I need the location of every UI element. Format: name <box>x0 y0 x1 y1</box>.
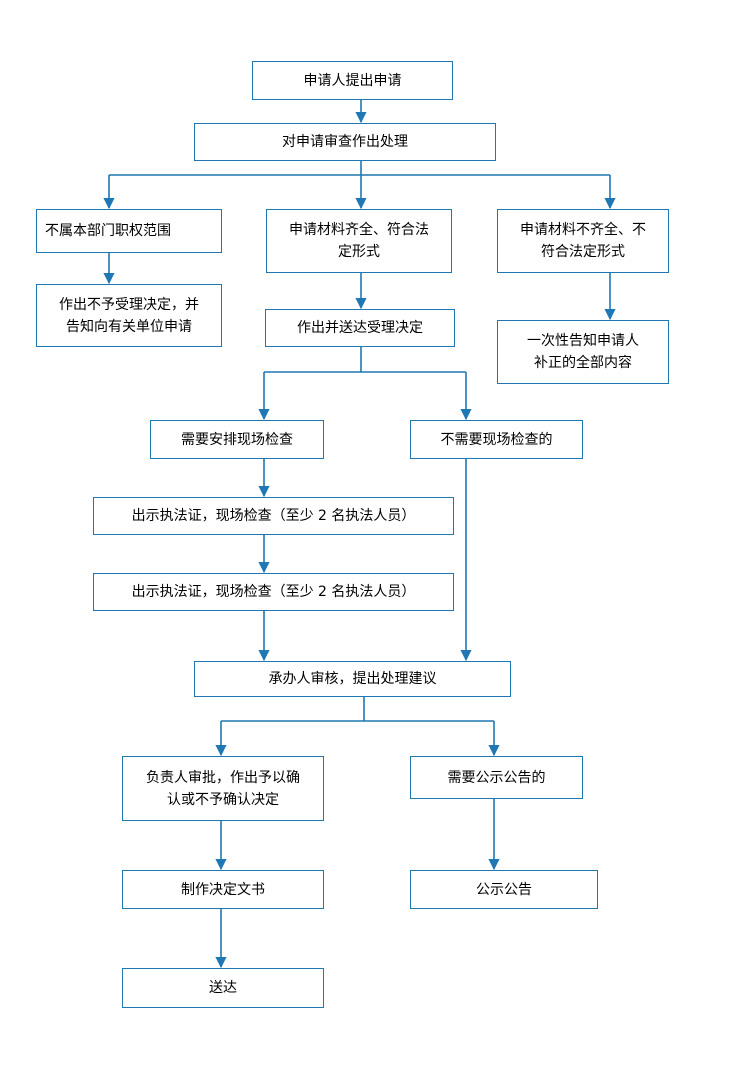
node-accept-decision-label: 作出并送达受理决定 <box>297 320 423 336</box>
node-incomplete: 申请材料不齐全、不 符合法定形式 <box>497 209 669 273</box>
node-approval-line-1: 负责人审批，作出予以确 <box>146 769 300 786</box>
node-handler-review: 承办人审核，提出处理建议 <box>194 661 511 697</box>
node-review: 对申请审查作出处理 <box>194 123 496 161</box>
node-not-in-scope: 不属本部门职权范围 <box>36 209 222 253</box>
node-one-time-notice-line-1: 一次性告知申请人 <box>527 333 639 349</box>
node-show-cert-1-label: 出示执法证，现场检查（至少 2 名执法人员） <box>131 508 416 524</box>
node-handler-review-label: 承办人审核，提出处理建议 <box>268 671 437 687</box>
node-review-label: 对申请审查作出处理 <box>282 134 408 150</box>
node-publicity: 公示公告 <box>410 870 598 909</box>
node-apply: 申请人提出申请 <box>252 61 453 100</box>
node-reject-notice-line-2: 告知向有关单位申请 <box>66 318 192 335</box>
node-deliver: 送达 <box>122 968 324 1008</box>
node-one-time-notice-line-2: 补正的全部内容 <box>534 355 632 371</box>
node-incomplete-line-2: 符合法定形式 <box>541 244 625 260</box>
node-no-inspection: 不需要现场检查的 <box>410 420 583 459</box>
node-need-publicity-label: 需要公示公告的 <box>447 769 546 786</box>
node-accept-decision: 作出并送达受理决定 <box>265 309 455 347</box>
node-deliver-label: 送达 <box>209 980 237 996</box>
node-publicity-label: 公示公告 <box>476 881 532 898</box>
node-need-inspection: 需要安排现场检查 <box>150 420 324 459</box>
node-not-in-scope-label: 不属本部门职权范围 <box>45 223 171 239</box>
node-need-inspection-label: 需要安排现场检查 <box>181 431 293 448</box>
node-approval: 负责人审批，作出予以确 认或不予确认决定 <box>122 756 324 821</box>
node-show-cert-2: 出示执法证，现场检查（至少 2 名执法人员） <box>93 573 454 611</box>
node-show-cert-1: 出示执法证，现场检查（至少 2 名执法人员） <box>93 497 454 535</box>
node-reject-notice-line-1: 作出不予受理决定，并 <box>59 296 199 313</box>
node-apply-label: 申请人提出申请 <box>303 72 402 89</box>
node-complete: 申请材料齐全、符合法 定形式 <box>266 209 452 273</box>
node-make-decision-label: 制作决定文书 <box>181 881 265 898</box>
node-reject-notice: 作出不予受理决定，并 告知向有关单位申请 <box>36 284 222 347</box>
node-need-publicity: 需要公示公告的 <box>410 756 583 799</box>
node-approval-line-2: 认或不予确认决定 <box>167 791 279 808</box>
node-show-cert-2-label: 出示执法证，现场检查（至少 2 名执法人员） <box>131 584 416 600</box>
node-complete-line-2: 定形式 <box>338 244 380 260</box>
node-incomplete-line-1: 申请材料不齐全、不 <box>520 222 646 238</box>
node-make-decision: 制作决定文书 <box>122 870 324 909</box>
node-complete-line-1: 申请材料齐全、符合法 <box>289 222 429 238</box>
node-no-inspection-label: 不需要现场检查的 <box>440 431 553 448</box>
node-one-time-notice: 一次性告知申请人 补正的全部内容 <box>497 320 669 384</box>
